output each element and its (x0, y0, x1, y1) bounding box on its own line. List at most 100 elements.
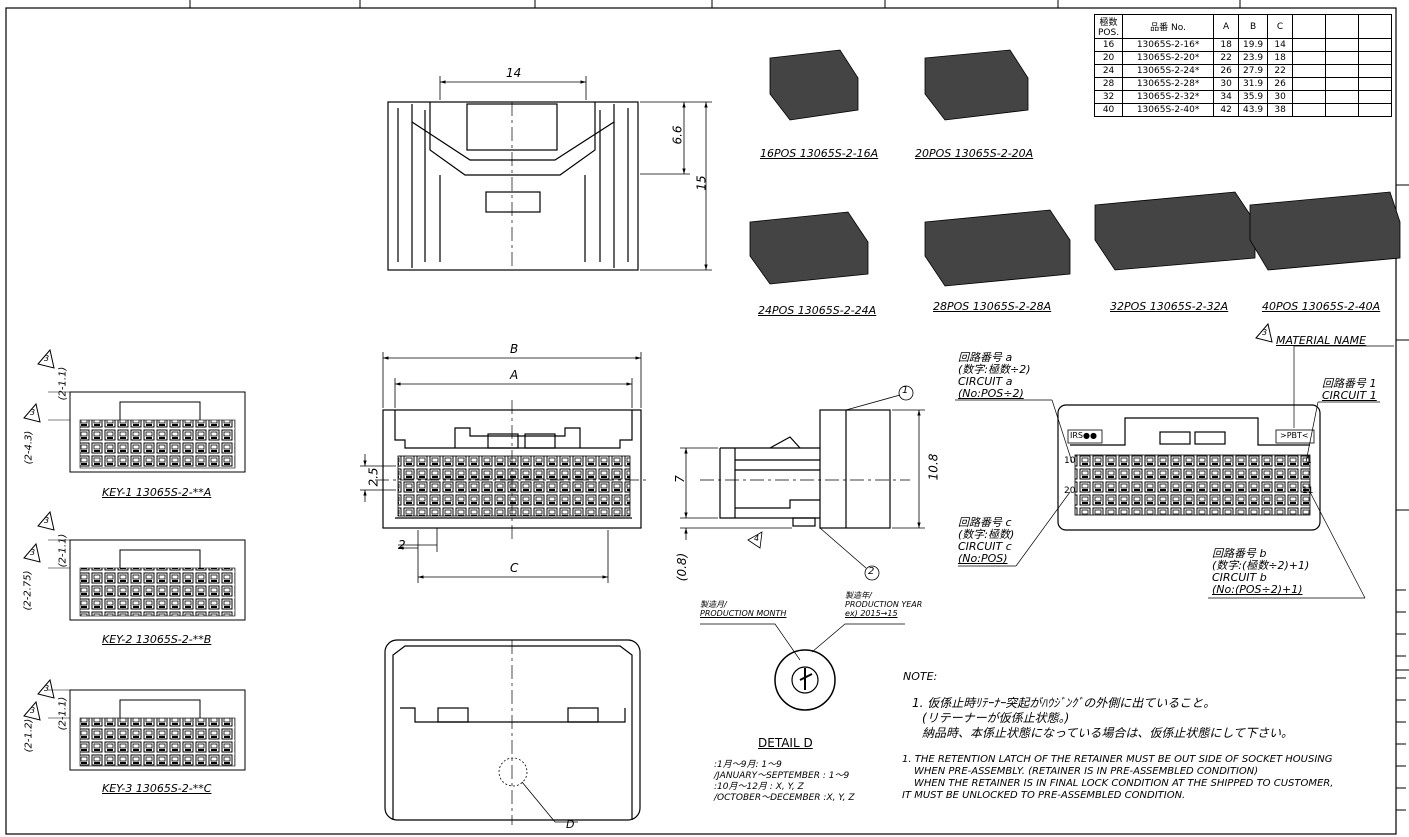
key3-dim-a: (2-1.1) (57, 696, 69, 731)
dim-top-width: 14 (506, 66, 522, 80)
circuit-a-en2: (No:POS÷2) (958, 387, 1024, 400)
note-jp-block: 1. 仮係止時ﾘﾃｰﾅｰ突起がﾊｳｼﾞﾝｸﾞの外側に出ていること。 (リテーナー… (912, 696, 1293, 741)
bom-cell: 26 (1267, 77, 1294, 91)
circuit-1-en: CIRCUIT 1 (1322, 389, 1377, 402)
mark-right: >PBT< (1280, 431, 1309, 440)
bom-header-blank3 (1358, 14, 1393, 39)
variant-label-16: 16POS 13065S-2-16A (760, 147, 879, 160)
bom-cell (1292, 64, 1327, 78)
bom-cell (1325, 51, 1360, 65)
circuit-c-en1: CIRCUIT c (958, 540, 1012, 553)
bom-cell (1325, 90, 1360, 104)
rev-mark-1: 3 (44, 354, 50, 363)
material-name-label: MATERIAL NAME (1276, 334, 1367, 347)
side-view-dims (680, 385, 925, 581)
bom-cell: 42 (1213, 103, 1240, 117)
bom-cell: 18 (1213, 38, 1240, 52)
bom-header-row: 極数 POS. 品番 No. A B C (1093, 14, 1393, 39)
note-jp-3: 納品時、本係止状態になっている場合は、仮係止状態にして下さい。 (922, 726, 1294, 740)
circuit-b-en2: (No:(POS÷2)+1) (1212, 583, 1303, 596)
dim-c: C (510, 561, 519, 575)
bom-cell: 18 (1267, 51, 1294, 65)
dim-b: B (510, 342, 519, 356)
detail-legend-4: /OCTOBER～DECEMBER :X, Y, Z (714, 793, 855, 803)
key-label-3: KEY-3 13065S-2-**C (102, 782, 212, 795)
bom-header-a: A (1213, 14, 1240, 39)
circuit-a-jp2: (数字:極数÷2) (958, 363, 1031, 376)
drawing-frame (5, 0, 1409, 835)
circuit-a-jp1: 回路番号 a (958, 351, 1013, 364)
bom-header-no: 品番 No. (1122, 14, 1215, 39)
variant-label-32: 32POS 13065S-2-32A (1110, 300, 1229, 313)
key-label-1: KEY-1 13065S-2-**A (102, 486, 212, 499)
note-en-2: WHEN PRE-ASSEMBLY. (RETAINER IS IN PRE-A… (914, 766, 1259, 777)
circuit-c-jp1: 回路番号 c (958, 516, 1012, 529)
key1-dim-a: (2-1.1) (57, 366, 69, 401)
note-jp-2: (リテーナーが仮係止状態。) (922, 711, 1070, 725)
bom-cell (1325, 77, 1360, 91)
variant-label-20: 20POS 13065S-2-20A (915, 147, 1034, 160)
detail-d-dial (700, 623, 905, 711)
circuit-b-en1: CIRCUIT b (1212, 571, 1267, 584)
circuit-b-jp1: 回路番号 b (1212, 547, 1267, 560)
bom-cell: 23.9 (1238, 51, 1269, 65)
bom-cell (1358, 64, 1393, 78)
production-year-ex: ex) 2015→15 (845, 609, 898, 618)
rev-mark-7: 3 (1262, 328, 1268, 337)
bom-cell: 13065S-2-24* (1122, 64, 1215, 78)
bom-cell: 38 (1267, 103, 1294, 117)
bom-cell: 31.9 (1238, 77, 1269, 91)
bom-header-b: B (1238, 14, 1269, 39)
circuit-c-en2: (No:POS) (958, 552, 1008, 565)
bom-cell (1358, 77, 1393, 91)
bom-cell: 13065S-2-28* (1122, 77, 1215, 91)
front-view-dims (360, 352, 642, 583)
bom-cell (1325, 38, 1360, 52)
iso-views (749, 49, 1401, 287)
key2-dim-b: (2-2.75) (22, 570, 34, 611)
note-en-4: IT MUST BE UNLOCKED TO PRE-ASSEMBLED CON… (902, 790, 1186, 801)
key3-dim-b: (2-1.2) (23, 718, 35, 753)
dim-height-small: 6.6 (670, 125, 685, 145)
key2-dim-a: (2-1.1) (57, 533, 69, 568)
production-year-jp: 製造年/ (845, 591, 872, 600)
bom-header-c: C (1267, 14, 1294, 39)
production-month-en: PRODUCTION MONTH (700, 609, 787, 618)
circuit-b-jp2: (数字:(極数÷2)+1) (1212, 559, 1310, 572)
bom-cell: 40 (1093, 103, 1124, 117)
bom-cell: 13065S-2-20* (1122, 51, 1215, 65)
pin-11: 11 (1302, 486, 1314, 496)
bom-cell: 32 (1093, 90, 1124, 104)
mark-left: IRS●● (1070, 431, 1097, 440)
bom-cell: 28 (1093, 77, 1124, 91)
bom-cell: 22 (1213, 51, 1240, 65)
dim-height-total: 15 (694, 175, 709, 191)
pin-20: 20 (1064, 486, 1076, 496)
note-en-1: 1. THE RETENTION LATCH OF THE RETAINER M… (902, 754, 1333, 765)
bom-cell: 20 (1093, 51, 1124, 65)
bom-cell (1325, 103, 1360, 117)
key1-dim-b: (2-4.3) (23, 430, 35, 465)
variant-label-28: 28POS 13065S-2-28A (933, 300, 1052, 313)
rev-mark-3: 3 (44, 516, 50, 525)
note-title: NOTE: (903, 670, 938, 683)
variant-label-40: 40POS 13065S-2-40A (1262, 300, 1381, 313)
variant-label-24: 24POS 13065S-2-24A (758, 304, 877, 317)
bom-header-blank2 (1325, 14, 1360, 39)
front-view (375, 400, 650, 540)
bom-header-blank1 (1292, 14, 1327, 39)
bom-cell: 43.9 (1238, 103, 1269, 117)
detail-d-legend: :1月～9月: 1～9 /JANUARY～SEPTEMBER : 1～9 :10… (714, 760, 855, 804)
side-view (700, 409, 910, 529)
detail-d-marker: D (566, 818, 575, 831)
dim-pitch-h: 2 (398, 538, 406, 552)
rev-triangles (23, 322, 1273, 721)
production-year-label: 製造年/ PRODUCTION YEAR ex) 2015→15 (845, 591, 922, 618)
rev-mark-4: 3 (30, 548, 36, 557)
key-label-2: KEY-2 13065S-2-**B (102, 633, 212, 646)
